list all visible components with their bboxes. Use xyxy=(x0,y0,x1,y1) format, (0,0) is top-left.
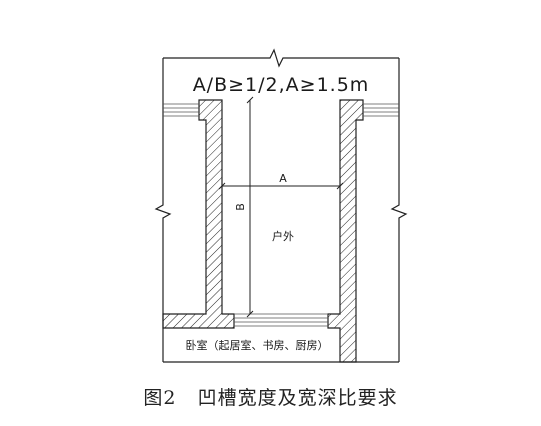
figure-caption: 图2 凹槽宽度及宽深比要求 xyxy=(0,383,541,410)
dimension-a-label: A xyxy=(279,172,287,185)
figure-title: 凹槽宽度及宽深比要求 xyxy=(197,387,398,409)
window-top-left xyxy=(163,103,199,117)
dimension-b-label: B xyxy=(234,203,247,211)
dimension-a xyxy=(218,182,344,190)
dimension-b xyxy=(246,96,254,318)
outdoor-label: 户外 xyxy=(272,229,294,243)
outer-boundary xyxy=(154,48,408,363)
figure-number: 图2 xyxy=(143,387,177,409)
window-top-right xyxy=(363,103,399,117)
right-wall xyxy=(327,99,364,363)
requirement-formula: A/B≥1/2,A≥1.5m xyxy=(193,74,370,96)
bedroom-label: 卧室（起居室、书房、厨房） xyxy=(186,338,329,352)
left-wall xyxy=(162,99,235,329)
